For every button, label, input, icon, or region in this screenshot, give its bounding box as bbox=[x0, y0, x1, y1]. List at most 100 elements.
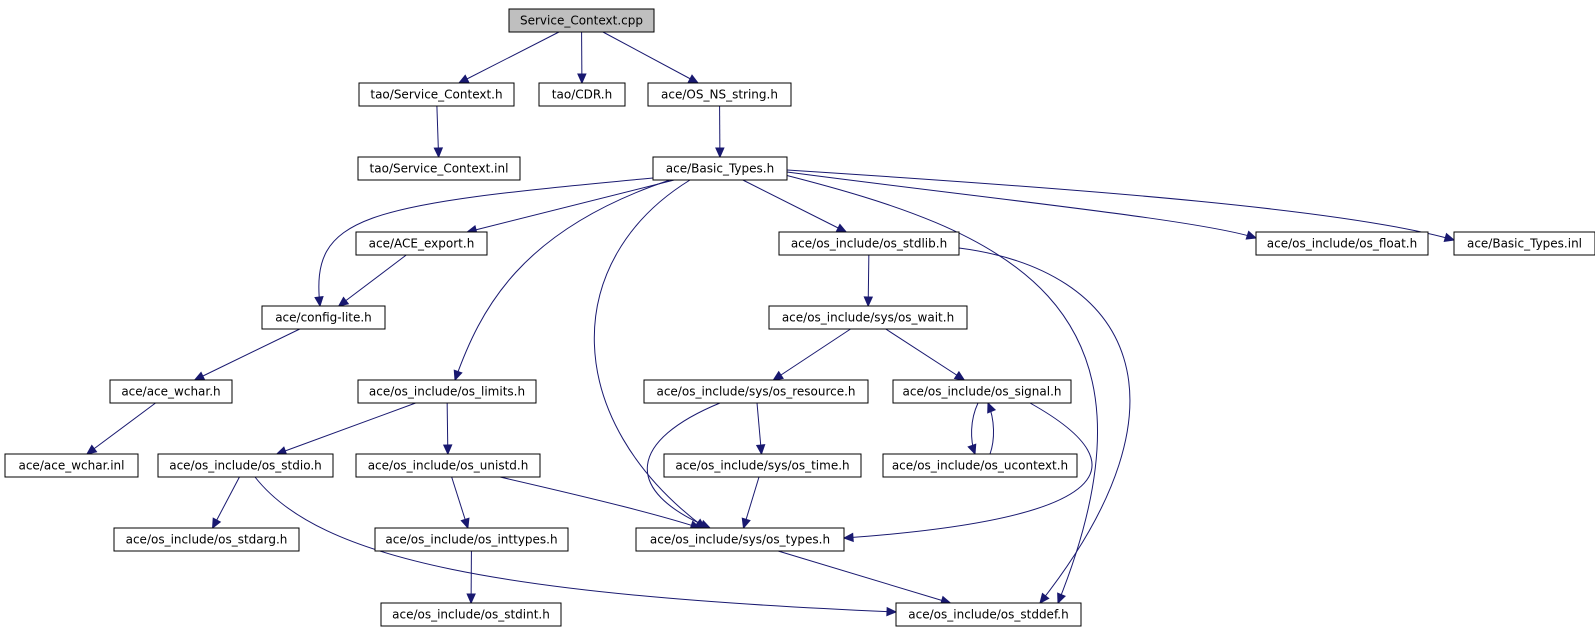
node-ace-sys-os-resource-h[interactable]: ace/os_include/sys/os_resource.h bbox=[643, 379, 869, 404]
node-box[interactable] bbox=[538, 82, 626, 107]
edge-line bbox=[276, 402, 416, 455]
node-box[interactable] bbox=[895, 602, 1082, 627]
edge-arrowhead bbox=[337, 296, 350, 307]
edge-line bbox=[86, 402, 156, 455]
edge-ace-basic-types-h-to-ace-os-stdlib-h bbox=[742, 179, 848, 233]
node-ace-sys-os-wait-h[interactable]: ace/os_include/sys/os_wait.h bbox=[768, 305, 968, 330]
node-ace-os-ns-string-h[interactable]: ace/OS_NS_string.h bbox=[647, 82, 792, 107]
node-ace-os-stdint-h[interactable]: ace/os_include/os_stdint.h bbox=[380, 602, 562, 627]
node-box[interactable] bbox=[355, 453, 541, 478]
edge-ace-sys-os-wait-h-to-ace-os-signal-h bbox=[885, 328, 966, 381]
node-ace-sys-os-types-h[interactable]: ace/os_include/sys/os_types.h bbox=[635, 527, 845, 552]
node-ace-ace-export-h[interactable]: ace/ACE_export.h bbox=[355, 231, 488, 256]
edge-ace-os-unistd-h-to-ace-sys-os-types-h bbox=[499, 476, 702, 530]
node-ace-os-unistd-h[interactable]: ace/os_include/os_unistd.h bbox=[355, 453, 541, 478]
node-box[interactable] bbox=[663, 453, 862, 478]
node-label: ace/os_include/sys/os_resource.h bbox=[656, 385, 855, 399]
node-label: ace/os_include/os_inttypes.h bbox=[385, 533, 557, 547]
node-ace-os-inttypes-h[interactable]: ace/os_include/os_inttypes.h bbox=[374, 527, 569, 552]
node-ace-os-signal-h[interactable]: ace/os_include/os_signal.h bbox=[892, 379, 1072, 404]
node-box[interactable] bbox=[1453, 231, 1595, 256]
edge-line bbox=[194, 328, 301, 381]
node-label: ace/Basic_Types.inl bbox=[1467, 237, 1582, 251]
edge-arrowhead bbox=[987, 401, 997, 414]
node-box[interactable] bbox=[357, 156, 521, 181]
node-tao-cdr-h[interactable]: tao/CDR.h bbox=[538, 82, 626, 107]
edge-ace-ace-export-h-to-ace-config-lite-h bbox=[337, 254, 407, 307]
edge-ace-os-stdlib-h-to-ace-os-stddef-h bbox=[958, 247, 1131, 604]
node-box[interactable] bbox=[643, 379, 869, 404]
node-box[interactable] bbox=[358, 82, 515, 107]
edge-arrowhead bbox=[442, 444, 453, 456]
node-label: Service_Context.cpp bbox=[520, 14, 643, 28]
node-ace-ace-wchar-inl[interactable]: ace/ace_wchar.inl bbox=[4, 453, 139, 478]
node-box[interactable] bbox=[647, 82, 792, 107]
edge-line bbox=[885, 328, 965, 381]
node-tao-service-context-inl[interactable]: tao/Service_Context.inl bbox=[357, 156, 521, 181]
node-box[interactable] bbox=[109, 379, 233, 404]
edge-line bbox=[786, 169, 1455, 241]
node-box[interactable] bbox=[261, 305, 386, 330]
node-box[interactable] bbox=[508, 8, 655, 33]
node-box[interactable] bbox=[778, 231, 960, 256]
node-ace-ace-wchar-h[interactable]: ace/ace_wchar.h bbox=[109, 379, 233, 404]
node-ace-sys-os-time-h[interactable]: ace/os_include/sys/os_time.h bbox=[663, 453, 862, 478]
node-label: ace/os_include/os_stddef.h bbox=[908, 608, 1068, 622]
node-box[interactable] bbox=[355, 231, 488, 256]
node-label: ace/os_include/os_ucontext.h bbox=[892, 459, 1068, 473]
edge-line bbox=[786, 171, 1257, 239]
edge-ace-sys-os-resource-h-to-ace-sys-os-time-h bbox=[755, 402, 766, 456]
node-box[interactable] bbox=[892, 379, 1072, 404]
edge-line bbox=[338, 254, 407, 307]
edge-arrowhead bbox=[211, 517, 222, 530]
edge-ace-ace-wchar-h-to-ace-ace-wchar-inl bbox=[85, 402, 156, 455]
node-box[interactable] bbox=[374, 527, 569, 552]
edge-line bbox=[742, 179, 847, 233]
node-label: ace/Basic_Types.h bbox=[666, 162, 774, 176]
node-box[interactable] bbox=[882, 453, 1078, 478]
node-box[interactable] bbox=[652, 156, 788, 181]
edge-ace-sys-os-time-h-to-ace-sys-os-types-h bbox=[741, 476, 760, 530]
node-box[interactable] bbox=[768, 305, 968, 330]
node-ace-os-stddef-h[interactable]: ace/os_include/os_stddef.h bbox=[895, 602, 1082, 627]
node-box[interactable] bbox=[113, 527, 300, 552]
node-box[interactable] bbox=[4, 453, 139, 478]
edge-ace-basic-types-h-to-ace-basic-types-inl bbox=[786, 169, 1456, 242]
edge-arrowhead bbox=[457, 74, 470, 84]
node-label: ace/os_include/sys/os_time.h bbox=[675, 459, 849, 473]
node-box[interactable] bbox=[380, 602, 562, 627]
node-ace-os-ucontext-h[interactable]: ace/os_include/os_ucontext.h bbox=[882, 453, 1078, 478]
edge-service-context-cpp-to-tao-service-context-h bbox=[457, 31, 560, 84]
node-box[interactable] bbox=[1255, 231, 1429, 256]
nodes-layer: Service_Context.cpp tao/Service_Context.h… bbox=[4, 8, 1595, 627]
node-service-context-cpp[interactable]: Service_Context.cpp bbox=[508, 8, 655, 33]
node-box[interactable] bbox=[157, 453, 334, 478]
node-ace-os-stdio-h[interactable]: ace/os_include/os_stdio.h bbox=[157, 453, 334, 478]
node-ace-os-stdlib-h[interactable]: ace/os_include/os_stdlib.h bbox=[778, 231, 960, 256]
node-label: ace/os_include/sys/os_wait.h bbox=[782, 311, 954, 325]
node-box[interactable] bbox=[635, 527, 845, 552]
node-label: ace/os_include/os_limits.h bbox=[369, 385, 525, 399]
edge-ace-os-ucontext-h-to-ace-os-signal-h bbox=[987, 401, 997, 455]
node-ace-os-float-h[interactable]: ace/os_include/os_float.h bbox=[1255, 231, 1429, 256]
edge-arrowhead bbox=[967, 443, 977, 456]
node-label: ace/os_include/sys/os_types.h bbox=[650, 533, 830, 547]
node-ace-basic-types-h[interactable]: ace/Basic_Types.h bbox=[652, 156, 788, 181]
node-ace-os-limits-h[interactable]: ace/os_include/os_limits.h bbox=[357, 379, 537, 404]
edge-line bbox=[499, 476, 701, 529]
edge-arrowhead bbox=[755, 444, 766, 456]
edge-arrowhead bbox=[1245, 230, 1258, 240]
edge-arrowhead bbox=[741, 517, 751, 530]
edge-ace-os-limits-h-to-ace-os-stdio-h bbox=[275, 402, 416, 456]
node-label: ace/ace_wchar.inl bbox=[18, 459, 124, 473]
node-box[interactable] bbox=[357, 379, 537, 404]
edge-ace-basic-types-h-to-ace-os-stddef-h bbox=[784, 174, 1098, 605]
node-ace-config-lite-h[interactable]: ace/config-lite.h bbox=[261, 305, 386, 330]
edge-ace-os-signal-h-to-ace-os-ucontext-h bbox=[967, 402, 979, 456]
node-ace-basic-types-inl[interactable]: ace/Basic_Types.inl bbox=[1453, 231, 1595, 256]
edge-arrowhead bbox=[85, 444, 98, 455]
edge-arrowhead bbox=[863, 296, 874, 308]
node-tao-service-context-h[interactable]: tao/Service_Context.h bbox=[358, 82, 515, 107]
node-ace-os-stdarg-h[interactable]: ace/os_include/os_stdarg.h bbox=[113, 527, 300, 552]
edge-ace-basic-types-h-to-ace-os-limits-h bbox=[453, 179, 671, 382]
